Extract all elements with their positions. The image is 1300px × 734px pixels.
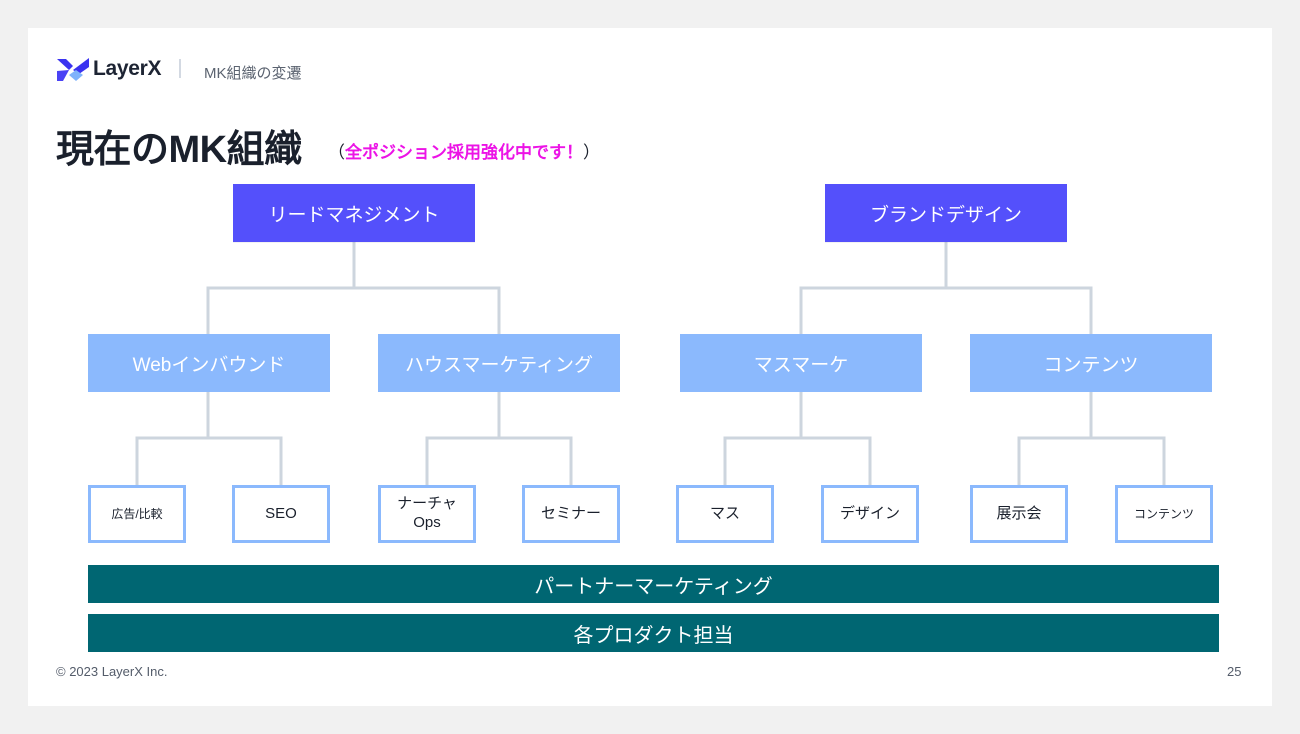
org-leaf-design: デザイン (821, 485, 919, 543)
bar-partner-marketing: パートナーマーケティング (88, 565, 1219, 603)
org-leaf-label: コンテンツ (1133, 506, 1194, 521)
org-node-label: ハウスマーケティング (405, 354, 593, 376)
org-node-brand-design: ブランドデザイン (825, 184, 1067, 242)
brand-name: LayerX (93, 57, 162, 80)
org-node-label: ブランドデザイン (869, 204, 1022, 226)
org-leaf-label: マス (709, 504, 740, 522)
org-leaf-label: セミナー (540, 504, 601, 522)
org-leaf-label: デザイン (839, 504, 900, 522)
page-number: 25 (1227, 664, 1242, 679)
org-node-web-inbound: Webインバウンド (88, 334, 330, 392)
section-title: MK組織の変遷 (204, 65, 302, 82)
org-leaf-label: SEO (265, 504, 297, 522)
org-leaf-exhibition: 展示会 (970, 485, 1068, 543)
org-node-contents: コンテンツ (970, 334, 1212, 392)
org-leaf-mass: マス (676, 485, 774, 543)
page-title: 現在のMK組織 (56, 129, 302, 171)
org-node-label: Webインバウンド (132, 354, 286, 376)
org-leaf-contents: コンテンツ (1115, 485, 1213, 543)
org-leaf-label: ナーチャ Ops (397, 495, 457, 531)
bar-product-owners: 各プロダクト担当 (88, 614, 1219, 652)
org-node-label: リードマネジメント (268, 204, 440, 226)
org-node-house-marketing: ハウスマーケティング (378, 334, 620, 392)
connector-house-marketing (425, 392, 573, 485)
copyright: © 2023 LayerX Inc. (56, 664, 168, 679)
org-node-label: コンテンツ (1043, 354, 1139, 376)
subtitle-text: 全ポジション採用強化中です！ (345, 143, 583, 162)
org-leaf-nurture-ops: ナーチャ Ops (378, 485, 476, 543)
subtitle-close-paren: ） (583, 143, 600, 162)
org-leaf-label: 広告/比較 (111, 506, 163, 521)
org-node-label: マスマーケ (753, 354, 849, 376)
bar-label: 各プロダクト担当 (573, 624, 734, 647)
connector-brand-design (799, 242, 1093, 334)
layerx-logo-icon (57, 58, 89, 81)
connector-lead-management (206, 242, 501, 334)
connector-contents (1017, 392, 1166, 485)
slide: LayerX MK組織の変遷 現在のMK組織 （全ポジション採用強化中です！） … (28, 28, 1272, 706)
org-leaf-label: 展示会 (996, 504, 1042, 522)
org-leaf-seminar: セミナー (522, 485, 620, 543)
subtitle: （全ポジション採用強化中です！） (328, 138, 600, 163)
connector-mass-marketing (723, 392, 872, 485)
org-leaf-ads-comparison: 広告/比較 (88, 485, 186, 543)
bar-label: パートナーマーケティング (534, 575, 773, 598)
connector-web-inbound (135, 392, 283, 485)
header-divider (179, 59, 181, 78)
org-leaf-seo: SEO (232, 485, 330, 543)
org-node-mass-marketing: マスマーケ (680, 334, 922, 392)
subtitle-open-paren: （ (328, 143, 345, 162)
org-node-lead-management: リードマネジメント (233, 184, 475, 242)
